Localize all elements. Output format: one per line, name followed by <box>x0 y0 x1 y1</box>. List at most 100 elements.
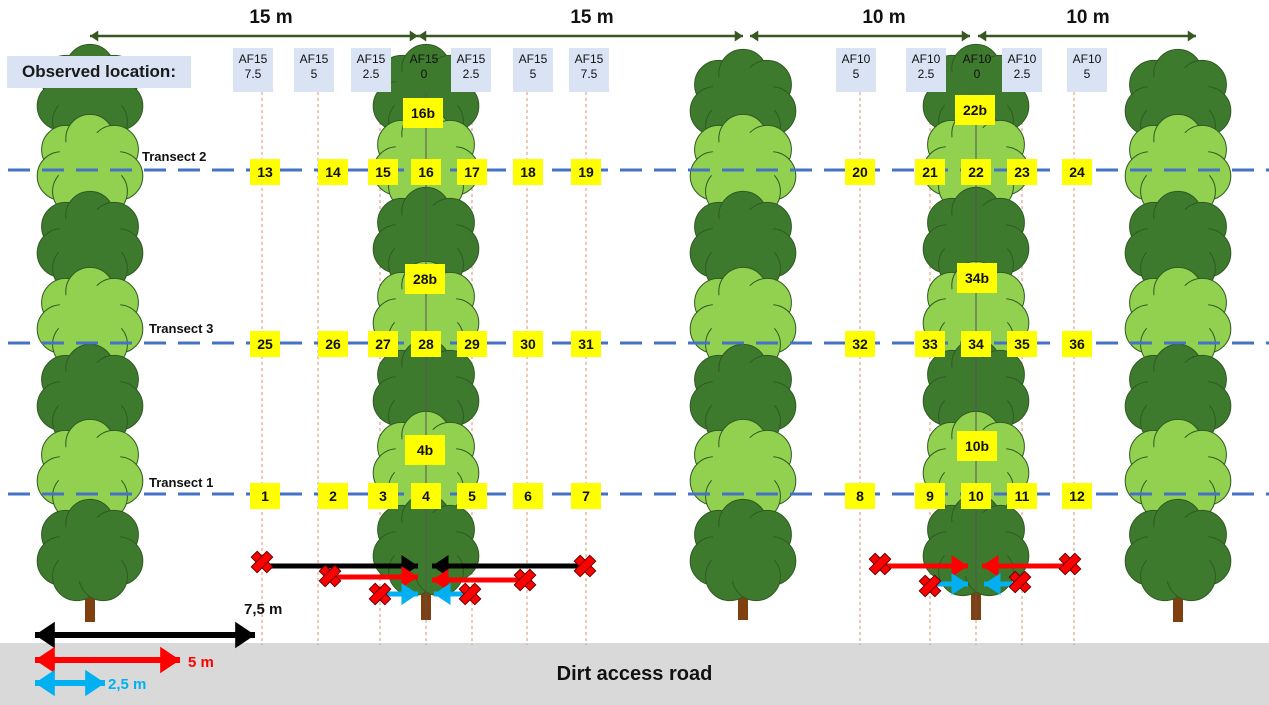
sampling-point: 15 <box>368 159 398 185</box>
span-label-3: 10 m <box>862 7 906 28</box>
dist-arrow-red-right-head <box>432 569 449 591</box>
span-arrow-3-head <box>750 30 759 42</box>
legend-arrow-red-head <box>35 646 55 674</box>
sampling-point: 20 <box>845 159 875 185</box>
sampling-point: 9 <box>915 483 945 509</box>
sampling-point: 5 <box>457 483 487 509</box>
dist-arrow-black-right-head <box>432 555 449 577</box>
sampling-point-extra: 16b <box>403 98 443 128</box>
span-arrow-2-head <box>734 30 743 42</box>
transect-3-label: Transect 3 <box>149 321 214 336</box>
sampling-point: 32 <box>845 331 875 357</box>
legend-label-7.5m: 7,5 m <box>244 601 283 618</box>
x-marker <box>250 550 274 574</box>
tree-canopy <box>1124 498 1232 602</box>
sampling-point: 19 <box>571 159 601 185</box>
tree-canopy <box>36 498 144 602</box>
sampling-point: 4 <box>411 483 441 509</box>
sampling-point: 27 <box>368 331 398 357</box>
tree-canopy <box>689 190 797 294</box>
x-marker <box>918 574 942 598</box>
span-arrow-3-head <box>961 30 970 42</box>
tree-canopy <box>689 418 797 522</box>
sampling-point: 7 <box>571 483 601 509</box>
legend-label-2.5m: 2,5 m <box>108 676 147 693</box>
dist-arrow-red-right-af10-head <box>982 555 999 577</box>
tree-canopy <box>689 266 797 370</box>
span-arrow-4-head <box>978 30 987 42</box>
sampling-point: 11 <box>1007 483 1037 509</box>
tree-canopy <box>1124 266 1232 370</box>
sampling-point: 34 <box>961 331 991 357</box>
legend-arrow-black-head <box>35 621 55 649</box>
sampling-point: 26 <box>318 331 348 357</box>
span-label-2: 15 m <box>570 7 614 28</box>
x-marker <box>1008 570 1032 594</box>
sampling-point: 17 <box>457 159 487 185</box>
sampling-point: 2 <box>318 483 348 509</box>
dist-arrow-red-left-head <box>401 566 418 588</box>
tree-canopy <box>689 498 797 602</box>
span-arrow-1-head <box>90 30 99 42</box>
sampling-point: 14 <box>318 159 348 185</box>
span-arrow-4-head <box>1187 30 1196 42</box>
span-label-4: 10 m <box>1066 7 1110 28</box>
tree-canopy <box>36 113 144 217</box>
tree-canopy <box>689 48 797 152</box>
sampling-point: 30 <box>513 331 543 357</box>
sampling-point: 21 <box>915 159 945 185</box>
dist-arrow-blue-left-head <box>401 583 418 605</box>
tree-canopy <box>1124 113 1232 217</box>
x-marker <box>1058 552 1082 576</box>
sampling-point: 28 <box>411 331 441 357</box>
legend-label-5m: 5 m <box>188 654 214 671</box>
sampling-point: 25 <box>250 331 280 357</box>
x-marker <box>573 554 597 578</box>
x-marker <box>868 552 892 576</box>
legend-arrow-blue-head <box>35 669 55 697</box>
tree-canopy <box>689 113 797 217</box>
sampling-point: 18 <box>513 159 543 185</box>
span-arrow-2-head <box>418 30 427 42</box>
sampling-point: 6 <box>513 483 543 509</box>
sampling-point: 8 <box>845 483 875 509</box>
sampling-point: 13 <box>250 159 280 185</box>
sampling-point: 10 <box>961 483 991 509</box>
dist-arrow-blue-right-af10-head <box>984 573 1001 595</box>
dist-arrow-blue-left-af10-head <box>951 573 968 595</box>
tree-canopy <box>36 343 144 447</box>
sampling-point-extra: 28b <box>405 264 445 294</box>
road-label: Dirt access road <box>556 663 713 685</box>
sampling-point: 1 <box>250 483 280 509</box>
legend-arrow-blue-head <box>85 669 105 697</box>
sampling-point: 29 <box>457 331 487 357</box>
x-marker <box>368 582 392 606</box>
tree-canopy <box>36 418 144 522</box>
legend-arrow-red-head <box>160 646 180 674</box>
sampling-point-extra: 22b <box>955 95 995 125</box>
x-marker <box>318 564 342 588</box>
sampling-point: 36 <box>1062 331 1092 357</box>
sampling-point: 33 <box>915 331 945 357</box>
sampling-point-extra: 34b <box>957 263 997 293</box>
dist-arrow-blue-right-head <box>434 583 451 605</box>
observed-location-label: Observed location: <box>7 56 191 88</box>
dirt-road <box>0 643 1269 705</box>
dist-arrow-red-left-af10-head <box>951 555 968 577</box>
sampling-point: 23 <box>1007 159 1037 185</box>
tree-canopy <box>1124 418 1232 522</box>
sampling-point: 16 <box>411 159 441 185</box>
sampling-point: 3 <box>368 483 398 509</box>
